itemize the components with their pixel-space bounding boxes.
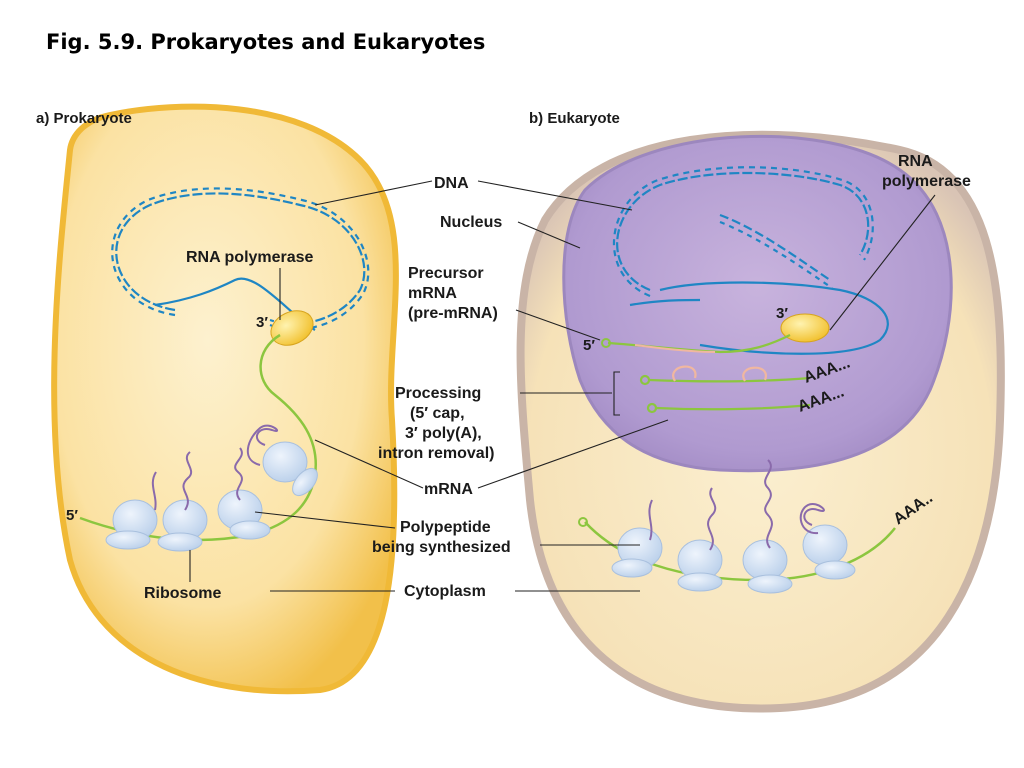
figure-title: Fig. 5.9. Prokaryotes and Eukaryotes [46,30,486,54]
prokaryote-3prime-label: 3′ [256,314,268,331]
processing-label-2: (5′ cap, [410,405,465,422]
ribosome-small [611,558,653,578]
ribosome-small [814,560,856,580]
polypeptide-label-1: Polypeptide [400,519,491,536]
ribosome-small [157,532,203,552]
precursor-label-2: mRNA [408,285,457,302]
eukaryote-5prime-label: 5′ [583,337,595,354]
precursor-label-1: Precursor [408,265,484,282]
mrna-label: mRNA [424,481,473,498]
ribosome-small [677,572,723,592]
pre-mrna-cap [601,338,611,348]
processing-mrna [639,365,811,414]
nucleus-label: Nucleus [440,214,502,231]
ribosome-small [105,530,151,550]
ribosome-large [262,441,308,483]
eukaryote-polypeptides [648,459,825,551]
ribosome-small [747,574,793,594]
eukaryote-rna-polymerase-label-2: polymerase [882,173,971,190]
dna-label: DNA [434,175,469,192]
ribosome-small [229,520,271,540]
eukaryote-heading: b) Eukaryote [529,110,620,127]
prokaryote-heading: a) Prokaryote [36,110,132,127]
eukaryote-rna-polymerase [780,313,830,343]
processing-label-4: intron removal) [378,445,494,462]
prokaryote-ribosomes [105,441,318,552]
cytoplasm-label: Cytoplasm [404,583,486,600]
eukaryote-ribosomes [611,524,856,594]
precursor-label-3: (pre-mRNA) [408,305,498,322]
ribosome-large [742,539,788,581]
polypeptide-label-2: being synthesized [372,539,511,556]
processing-label-3: 3′ poly(A), [405,425,482,442]
nucleus [562,134,953,473]
eukaryote-dna [613,166,889,355]
pre-mrna-intron [634,344,716,353]
prokaryote-rna-polymerase [270,310,314,346]
eukaryote-rna-polymerase-label-1: RNA [898,153,933,170]
ribosome-small [292,467,318,497]
prokaryote-5prime-label: 5′ [66,507,78,524]
leader-lines [189,180,936,592]
prokaryote-rna-polymerase-label: RNA polymerase [186,249,314,266]
processing-label-1: Processing [395,385,481,402]
eukaryote-3prime-label: 3′ [776,305,788,322]
prokaryote-polypeptides [151,424,279,511]
ribosome-label: Ribosome [144,585,221,602]
eukaryote-mrna-cap [578,517,588,527]
